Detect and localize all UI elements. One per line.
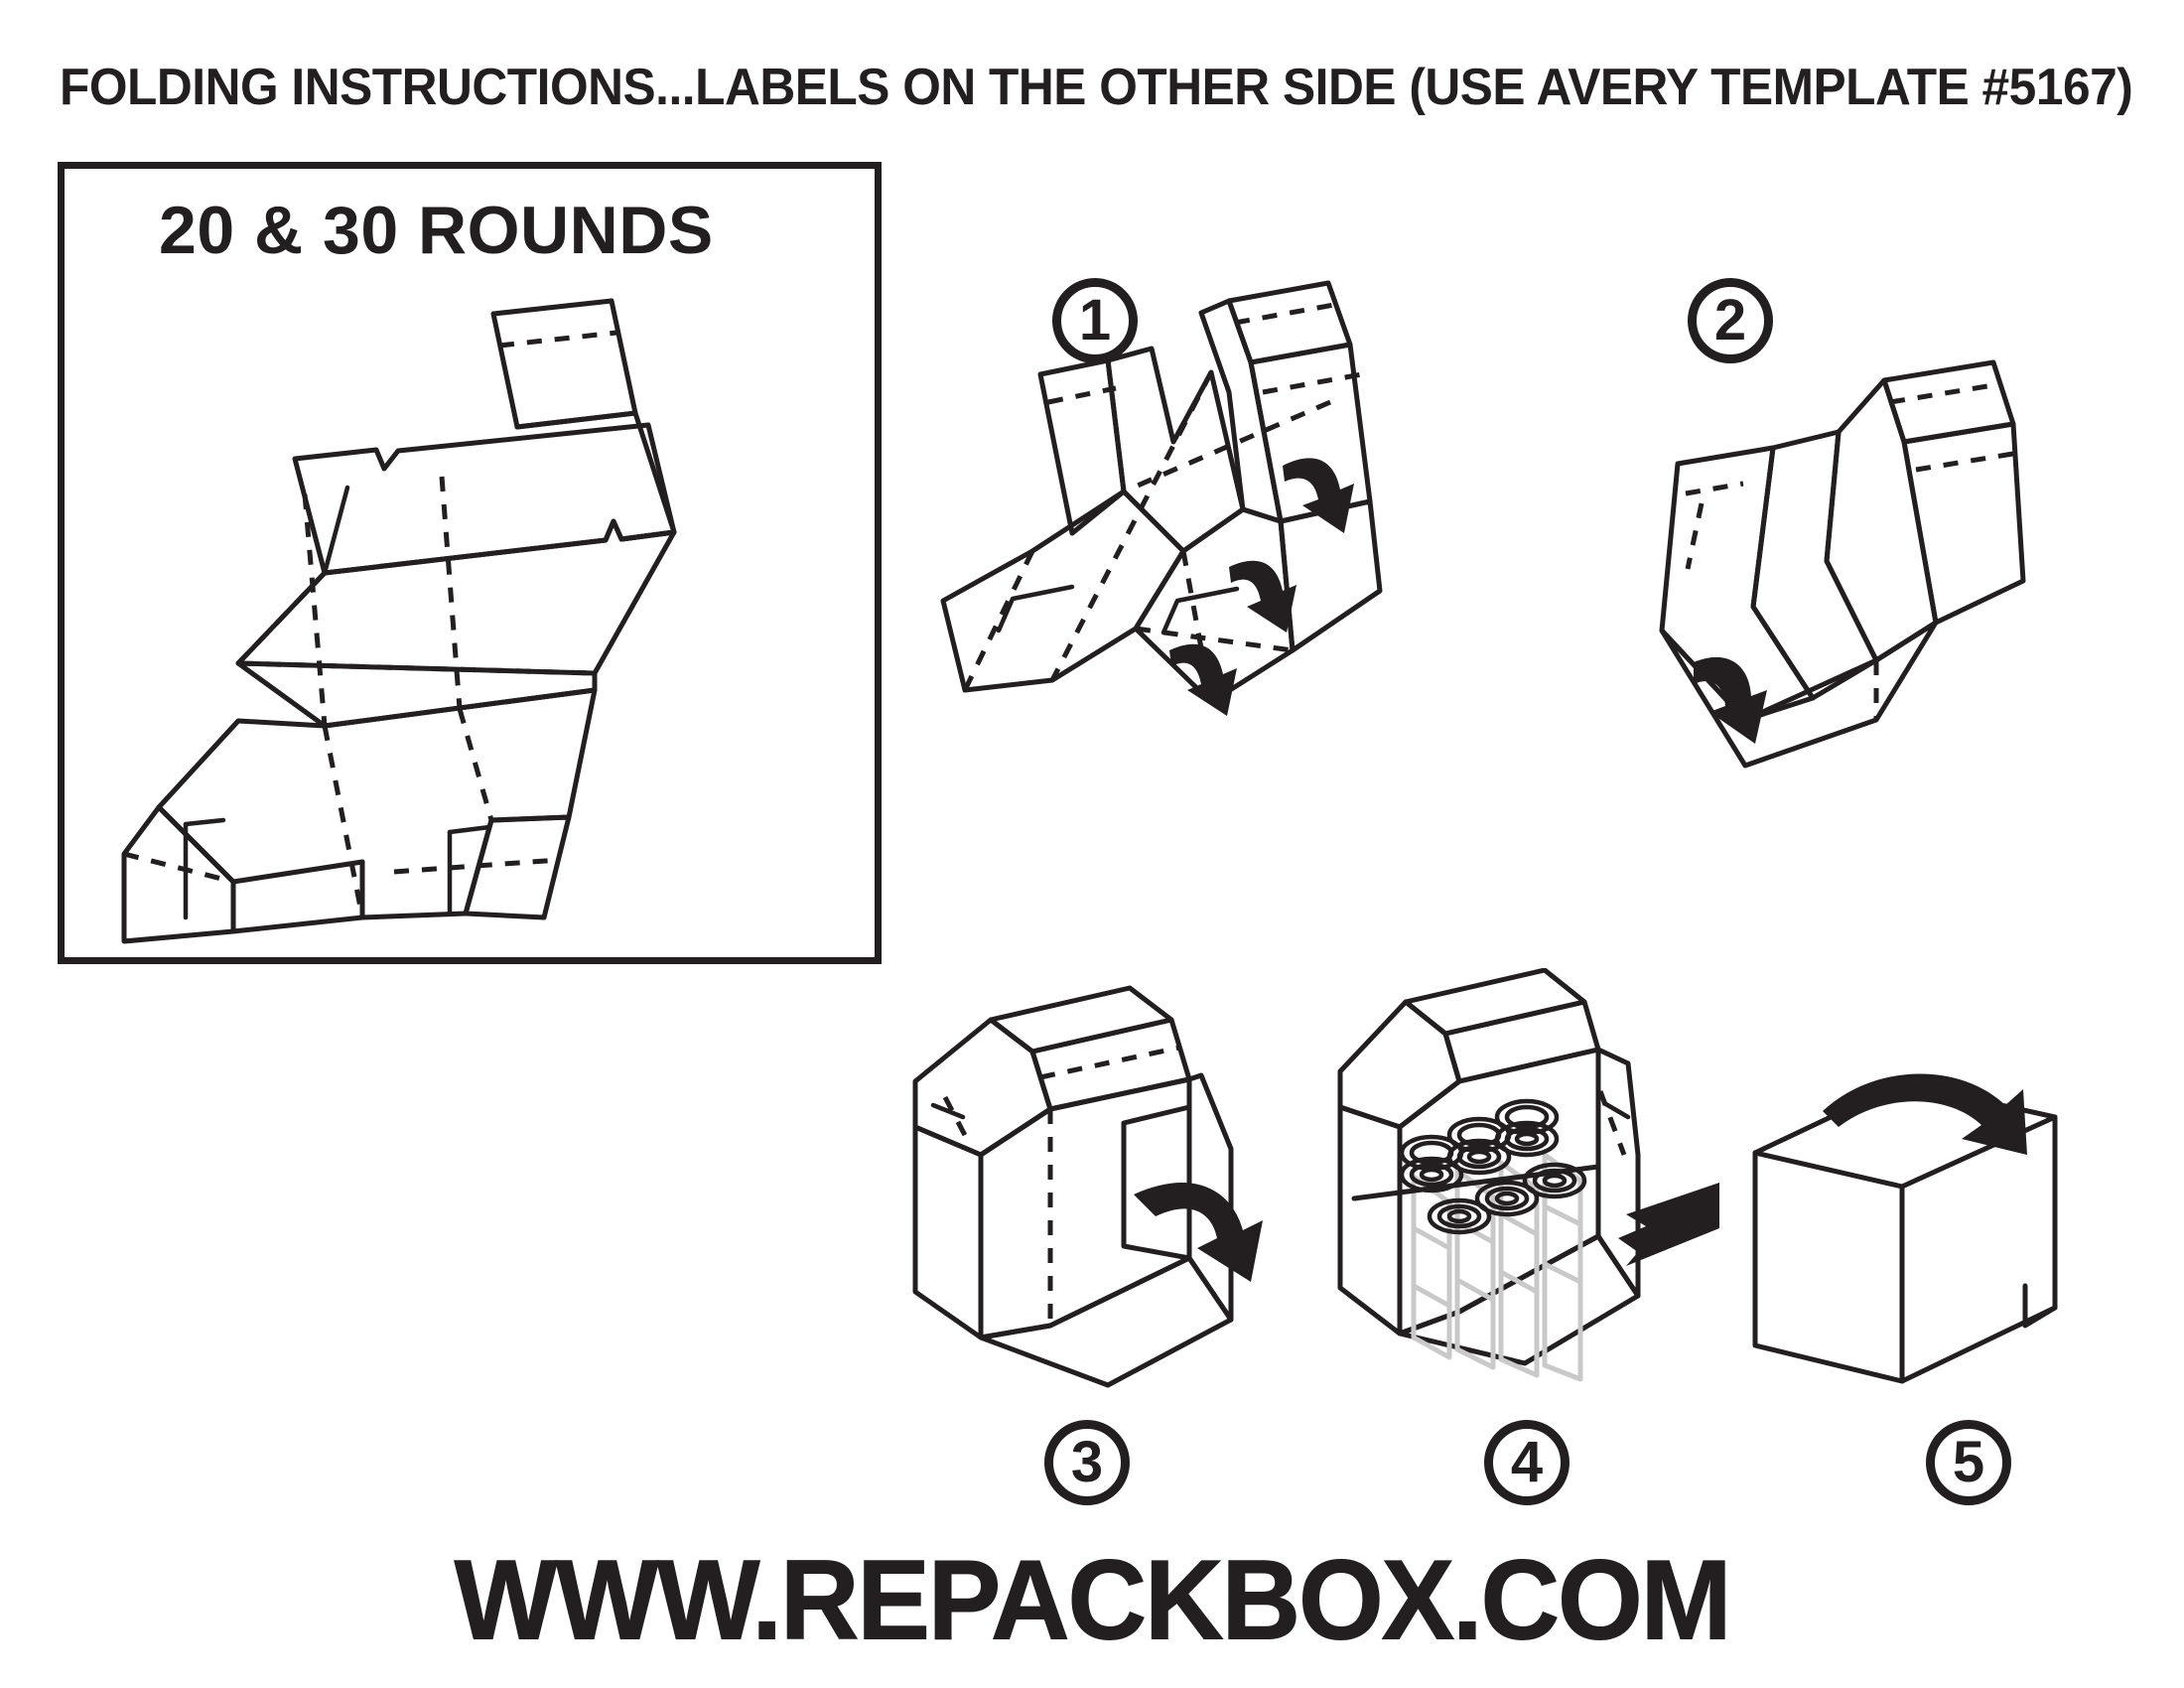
panel-heading: 20 & 30 ROUNDS <box>159 193 714 268</box>
step-2-number: 2 <box>1688 278 1773 363</box>
step-5: 5 <box>1727 1028 2124 1524</box>
step-5-close-lid <box>1727 1028 2124 1524</box>
blank-diagram-panel: 20 & 30 ROUNDS <box>58 162 882 964</box>
step-1: 1 <box>913 253 1549 889</box>
step-2: 2 <box>1578 253 2134 889</box>
footer: WWW.REPACKBOX.COM <box>0 1543 2184 1657</box>
step-1-fold-side-panels <box>913 253 1549 889</box>
step-4-number: 4 <box>1484 1420 1570 1505</box>
flat-die-cut-box-blank <box>65 246 875 961</box>
page-title: FOLDING INSTRUCTIONS...LABELS ON THE OTH… <box>60 59 2133 116</box>
step-3: 3 <box>874 968 1320 1524</box>
step-4: 4 <box>1310 968 1727 1524</box>
step-1-number: 1 <box>1052 278 1138 363</box>
website-url[interactable]: WWW.REPACKBOX.COM <box>454 1537 1732 1664</box>
step-2-fold-end-flap <box>1578 253 2134 889</box>
step-3-close-side-wall <box>874 968 1320 1524</box>
step-4-insert-cartridges <box>1310 968 1727 1524</box>
step-5-number: 5 <box>1926 1420 2011 1505</box>
step-3-number: 3 <box>1044 1420 1130 1505</box>
